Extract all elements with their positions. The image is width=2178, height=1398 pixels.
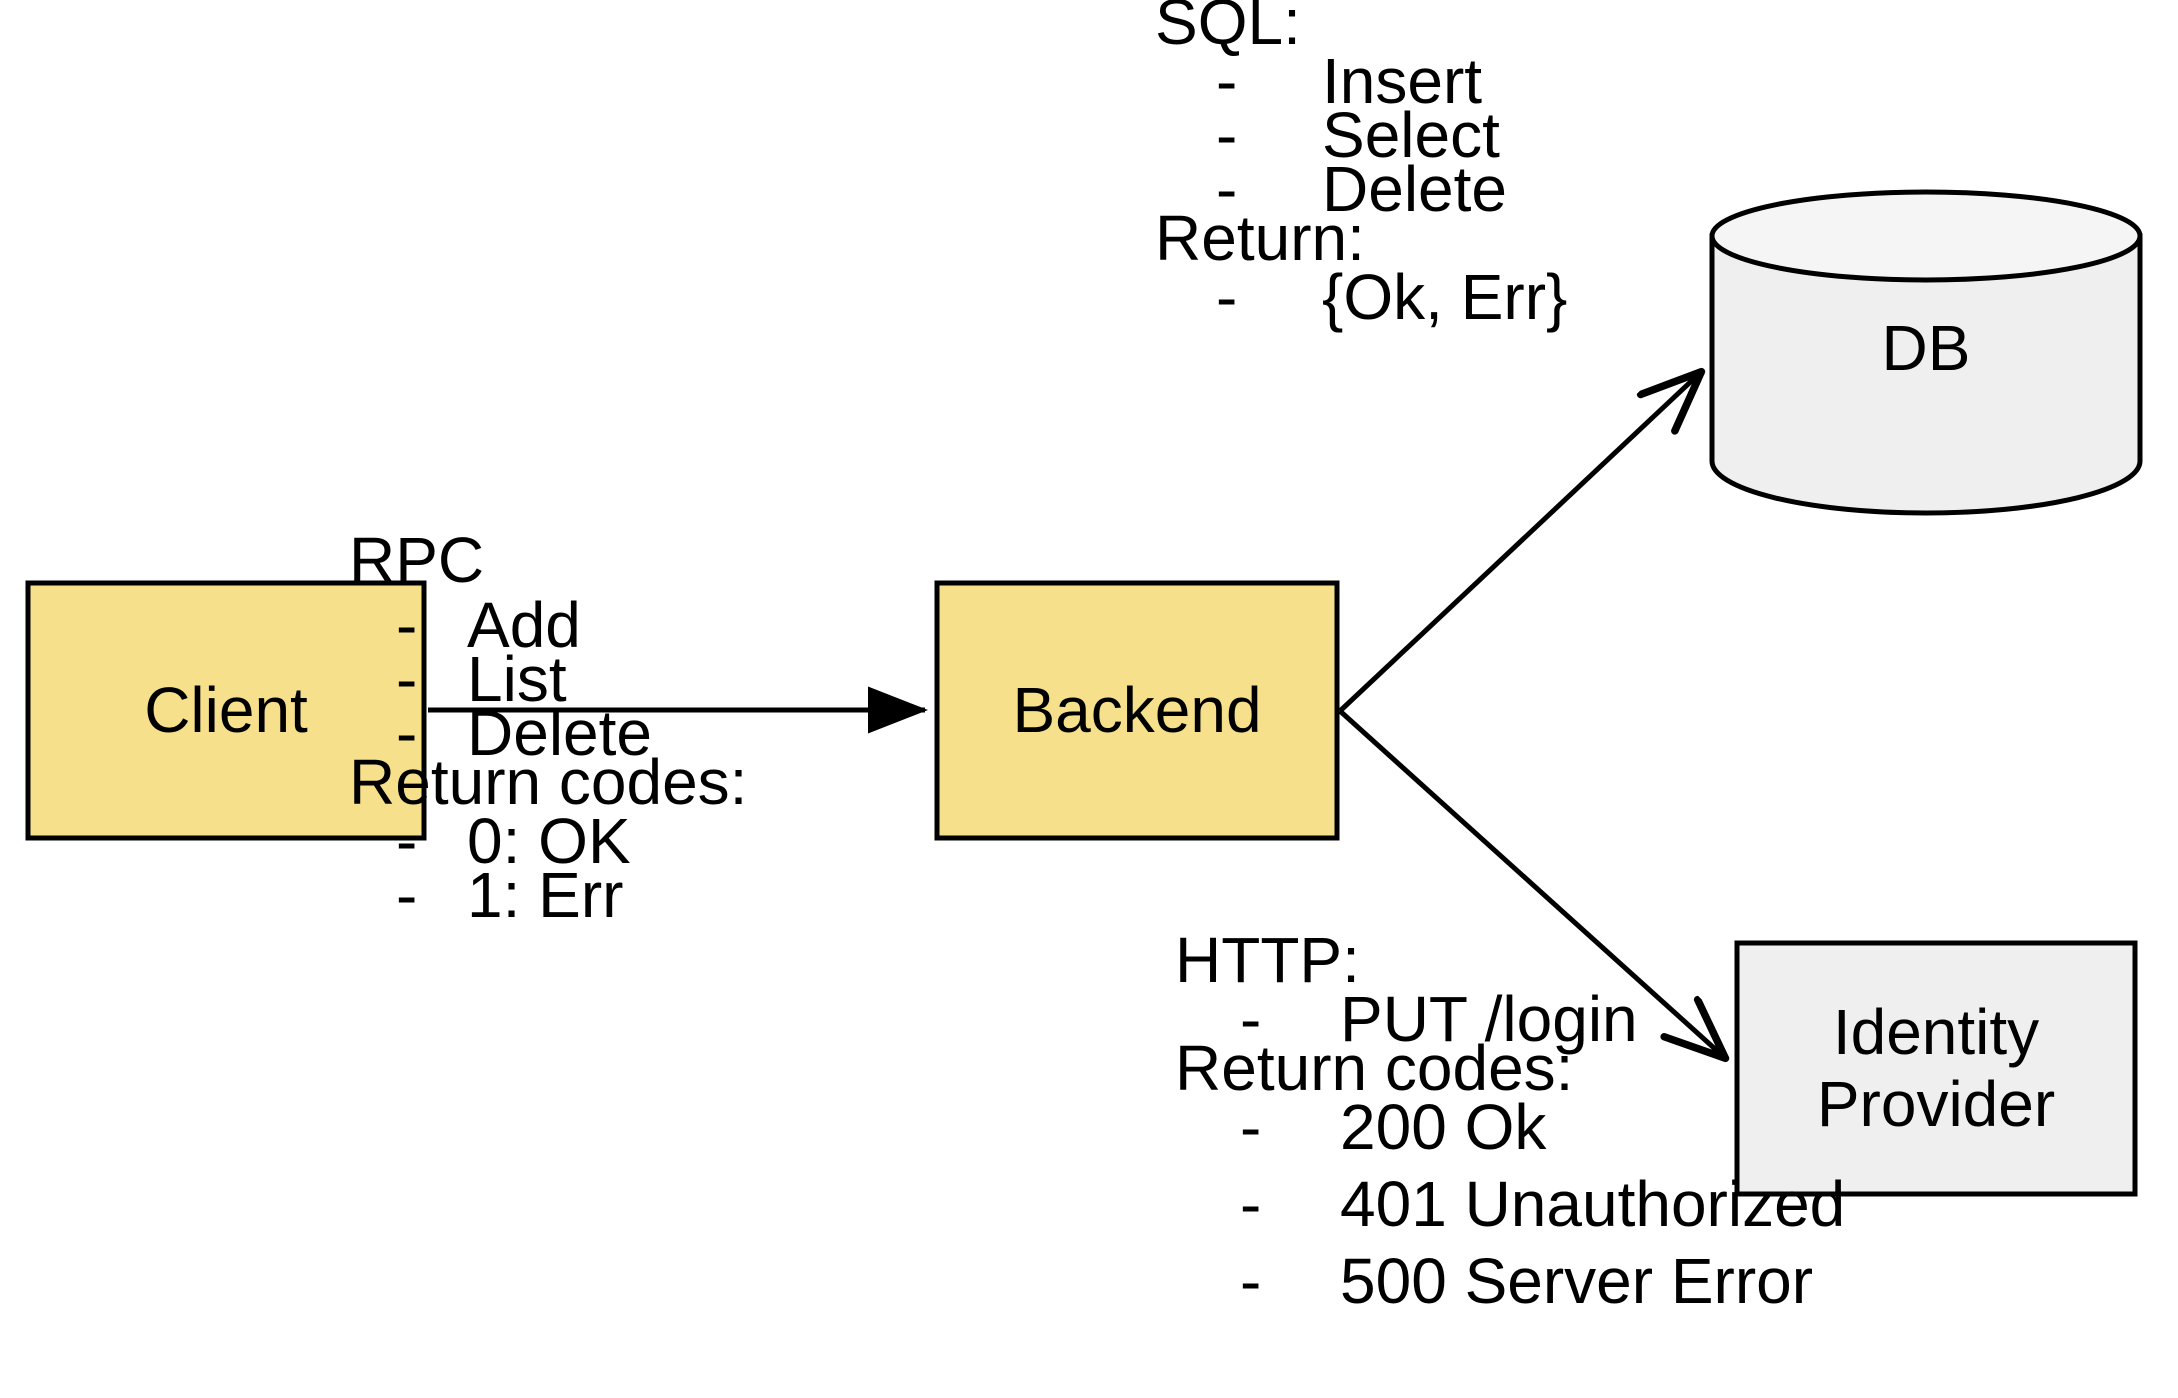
annotation-sql-heading: SQL: (1155, 0, 1301, 58)
annotation-rpc-subheading: Return codes: (349, 746, 748, 818)
annotation-sql-subheading: Return: (1155, 202, 1365, 274)
annotation-sql-subitem-0: {Ok, Err} (1322, 261, 1568, 333)
annotation-rpc-dash-0: - (396, 589, 418, 661)
annotation-http-subheading: Return codes: (1175, 1032, 1574, 1104)
annotation-sql-item-2: Delete (1322, 153, 1507, 225)
annotation-sql-item-1: Select (1322, 99, 1500, 171)
node-client-label: Client (144, 673, 308, 746)
annotation-http-subitem-0: 200 Ok (1340, 1091, 1547, 1163)
annotation-http-subitem-2: 500 Server Error (1340, 1245, 1814, 1317)
annotation-rpc-dash-1: - (396, 643, 418, 715)
edge-backend-db (1338, 373, 1700, 713)
annotation-rpc-item-1: List (467, 643, 567, 715)
annotation-rpc-dash-2: - (396, 697, 418, 769)
annotation-sql-dash-1: - (1216, 99, 1238, 171)
node-identity-provider-label: Identity Provider (1816, 995, 2056, 1140)
annotation-rpc-subitem-1: 1: Err (467, 859, 624, 931)
annotation-sql-dash-2: - (1216, 153, 1238, 225)
annotation-rpc-subdash-1: - (396, 859, 418, 931)
annotation-sql-subdash-0: - (1216, 261, 1238, 333)
annotation-sql-item-0: Insert (1322, 45, 1483, 117)
annotation-http-subdash-1: - (1240, 1168, 1262, 1240)
annotation-http-subitem-1: 401 Unauthorized (1340, 1168, 1846, 1240)
annotation-http-subdash-2: - (1240, 1245, 1262, 1317)
annotation-rpc-subitem-0: 0: OK (467, 805, 631, 877)
node-db-label: DB (1881, 311, 1971, 384)
annotation-http-heading: HTTP: (1175, 924, 1360, 996)
annotation-http-dash-0: - (1240, 983, 1262, 1055)
annotation-http-subdash-0: - (1240, 1091, 1262, 1163)
annotation-http-item-0: PUT /login (1340, 983, 1638, 1055)
node-backend-label: Backend (1012, 673, 1262, 746)
annotation-sql-dash-0: - (1216, 45, 1238, 117)
annotation-rpc-item-2: Delete (467, 697, 652, 769)
annotation-rpc-subdash-0: - (396, 805, 418, 877)
annotation-rpc-item-0: Add (467, 589, 581, 661)
annotation-rpc-heading: RPC (349, 524, 485, 596)
